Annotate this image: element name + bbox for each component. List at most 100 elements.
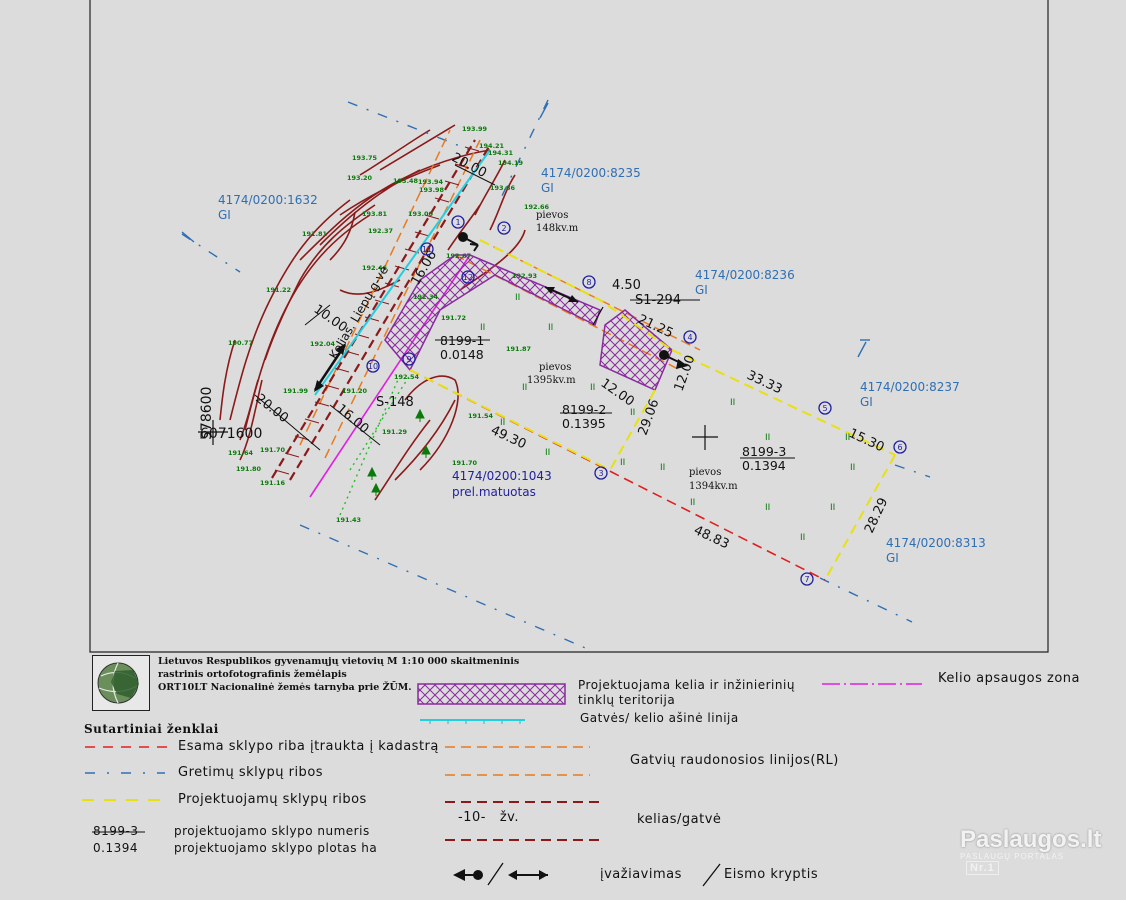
dimension-label: 28.29 <box>862 496 891 536</box>
svg-text:II: II <box>522 383 527 393</box>
legend-projected-boundaries: Projektuojamų sklypų ribos <box>178 792 367 807</box>
crosshair-markers <box>198 420 718 450</box>
watermark-name: Paslaugos.lt <box>960 826 1102 853</box>
area-note: pievos <box>689 467 721 478</box>
elevation-label: 193.81 <box>362 210 388 218</box>
parcel-number-8199-3: 8199-3 <box>742 444 786 459</box>
legend-road: kelias/gatvė <box>637 812 722 827</box>
watermark: Paslaugos.lt PASLAUGŲ PORTALAS Nr.1 <box>960 826 1105 875</box>
elevation-label: 191.16 <box>260 479 286 487</box>
parcel-code-1632: 4174/0200:1632 <box>218 193 318 207</box>
parcel-area-8199-2: 0.1395 <box>562 416 606 431</box>
legend-title: Sutartiniai ženklai <box>84 722 219 736</box>
parcel-type-1632: GI <box>218 208 231 222</box>
parcel-code-1043: 4174/0200:1043 <box>452 469 552 483</box>
svg-text:10: 10 <box>368 362 378 371</box>
elevation-label: 193.20 <box>347 174 373 182</box>
grid-coordinates: 578600 6071600 <box>199 387 262 442</box>
coordinate-x: 578600 <box>199 387 215 440</box>
parcel-code-8235: 4174/0200:8235 <box>541 166 641 180</box>
legend-parcel-number-sample: 8199-3 <box>93 824 139 838</box>
neighbor-boundary-ticks <box>181 102 867 358</box>
parcel-type-8235: GI <box>541 181 554 195</box>
elevation-label: 193.99 <box>462 125 488 133</box>
parcel-type-8236: GI <box>695 283 708 297</box>
svg-text:II: II <box>830 503 835 513</box>
elevation-label: 193.48 <box>393 177 419 185</box>
svg-text:8: 8 <box>586 278 591 287</box>
legend-parcel-number-desc: projektuojamo sklypo numeris <box>174 824 370 838</box>
svg-text:7: 7 <box>804 575 809 584</box>
source-line: Lietuvos Respublikos gyvenamųjų vietovių… <box>158 656 520 667</box>
elevation-label: 191.99 <box>283 387 309 395</box>
svg-text:6: 6 <box>897 443 902 452</box>
svg-text:4: 4 <box>687 333 692 342</box>
map-frame <box>89 0 1049 653</box>
area-note: pievos <box>536 210 568 221</box>
elevation-label: 191.80 <box>236 465 262 473</box>
watermark-sub: PASLAUGŲ PORTALAS Nr.1 <box>960 852 1105 875</box>
svg-text:II: II <box>548 323 553 333</box>
elevation-label: 190.77 <box>228 339 253 347</box>
green-dotted-lines <box>339 374 411 516</box>
parcel-code-8237: 4174/0200:8237 <box>860 380 960 394</box>
dimension-label: 12.00 <box>672 353 699 393</box>
svg-text:II: II <box>850 463 855 473</box>
area-note: 1395kv.m <box>527 375 576 386</box>
point-numbers: 1 2 3 4 5 6 7 8 9 10 11 12 <box>368 218 903 584</box>
legend-axis-line: Gatvės/ kelio ašinė linija <box>580 711 739 725</box>
elevation-label: 191.22 <box>266 286 291 294</box>
projected-territory <box>384 254 673 392</box>
legend-line-samples <box>82 683 922 887</box>
area-notes: pievos 148kv.m pievos 1395kv.m pievos 13… <box>527 210 738 492</box>
dimension-lines <box>92 164 795 833</box>
elevation-label: 192.67 <box>446 252 471 260</box>
parcel-number-8199-2: 8199-2 <box>562 402 606 417</box>
dimension-label: 4.50 <box>612 278 641 293</box>
road-code-s1-294: S1-294 <box>635 293 681 308</box>
projected-boundaries <box>409 239 896 581</box>
cadastre-boundary <box>409 369 826 581</box>
elevation-label: 191.43 <box>336 516 361 524</box>
elevation-label: 191.54 <box>468 412 494 420</box>
dimension-label: 15.30 <box>846 426 886 455</box>
street-label: Kelias. Liepų g-vė <box>326 263 391 361</box>
legend-road-sample: -10- žv. <box>458 810 519 825</box>
elevation-label: 191.70 <box>260 446 286 454</box>
svg-text:1: 1 <box>455 218 460 227</box>
source-line: rastrinis ortofotografinis žemėlapis <box>158 669 347 680</box>
svg-text:12: 12 <box>463 273 473 282</box>
road-code-s-148: S-148 <box>376 395 414 410</box>
svg-text:2: 2 <box>501 224 506 233</box>
svg-text:II: II <box>765 433 770 443</box>
legend-cadastre-boundary: Esama sklypo riba įtraukta į kadastrą <box>178 739 439 754</box>
svg-text:II: II <box>590 383 595 393</box>
watermark-sub-text: PASLAUGŲ PORTALAS <box>960 852 1065 861</box>
dimension-label: 29.06 <box>636 397 663 437</box>
elevation-label: 192.93 <box>512 272 537 280</box>
axis-line <box>314 149 491 396</box>
elevation-label: 191.70 <box>452 459 478 467</box>
svg-text:5: 5 <box>822 404 827 413</box>
svg-text:II: II <box>545 448 550 458</box>
svg-text:II: II <box>730 398 735 408</box>
legend-parcel-area-sample: 0.1394 <box>93 841 138 855</box>
legend-source: Lietuvos Respublikos gyvenamųjų vietovių… <box>158 655 558 694</box>
area-note: 1394kv.m <box>689 481 738 492</box>
svg-text:3: 3 <box>598 469 603 478</box>
elevation-label: 192.54 <box>394 373 420 381</box>
elevation-label: 191.87 <box>506 345 531 353</box>
parcel-number-8199-1: 8199-1 <box>440 333 484 348</box>
projected-parcel-labels: 8199-1 0.0148 8199-2 0.1395 8199-3 0.139… <box>440 333 786 473</box>
svg-text:II: II <box>630 408 635 418</box>
svg-text:II: II <box>500 418 505 428</box>
elevation-label: 194.19 <box>498 159 524 167</box>
svg-text:11: 11 <box>422 245 432 254</box>
elevation-label: 193.86 <box>490 184 516 192</box>
elevation-label: 193.94 <box>418 178 444 186</box>
parcel-area-8199-1: 0.0148 <box>440 347 484 362</box>
elevation-label: 192.66 <box>524 203 550 211</box>
svg-text:II: II <box>620 458 625 468</box>
legend-road-territory: Projektuojama kelia ir inžinierinių tink… <box>578 678 795 707</box>
